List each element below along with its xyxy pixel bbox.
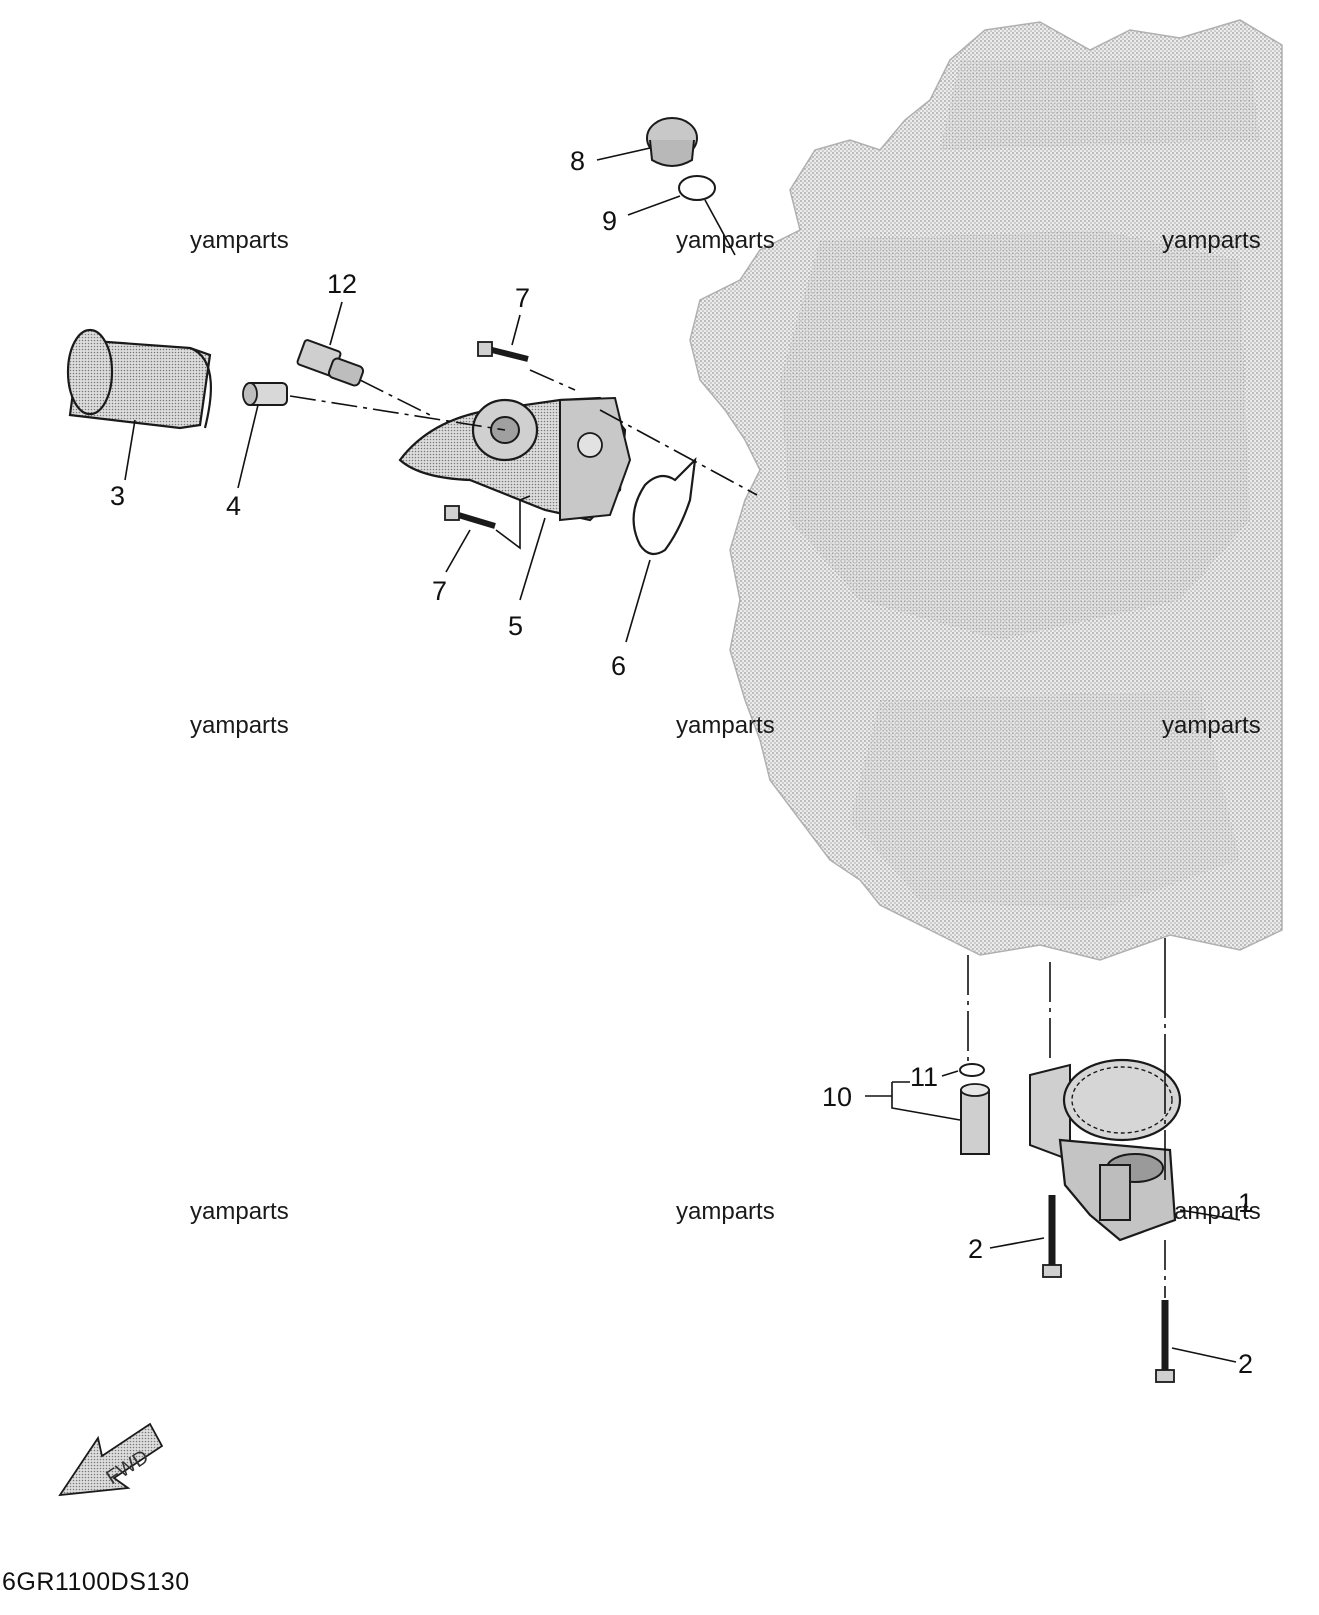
watermark-2: yamparts [676,227,775,254]
fitting-part [242,382,288,406]
callout-1: 1 [1238,1188,1253,1218]
oil-cap-part [646,117,698,167]
watermark-9: yamparts [1162,1198,1261,1225]
callout-10: 10 [822,1082,852,1112]
callout-3: 3 [110,481,125,511]
callout-5: 5 [508,611,523,641]
watermark-4: yamparts [190,712,289,739]
dowel-part [960,1083,990,1155]
bolt-7a-part [477,341,529,362]
diagram-code: 6GR1100DS130 [2,1568,190,1596]
watermark-6: yamparts [1162,712,1261,739]
o-ring-11-part [959,1063,985,1077]
bolt-7b-part [444,505,496,529]
engine-block [689,19,1283,961]
assembly-lines [289,199,1166,1298]
filter-housing-part [398,396,632,522]
watermark-8: yamparts [676,1198,775,1225]
bolt-2b-part [1155,1300,1175,1383]
gasket-part [632,456,697,556]
callout-2b: 2 [1238,1349,1253,1379]
watermark-1: yamparts [190,227,289,254]
oil-pump-part [1029,1058,1182,1242]
callouts: 8 9 12 7 3 4 7 5 6 11 10 1 2 2 [110,146,1253,1379]
callout-11: 11 [910,1062,938,1092]
watermark-5: yamparts [676,712,775,739]
watermark-3: yamparts [1162,227,1261,254]
callout-8: 8 [570,146,585,176]
leader-lines [124,147,1241,1363]
callout-9: 9 [602,206,617,236]
callout-12: 12 [327,269,357,299]
oil-filter-part [66,328,212,430]
o-ring-9-part [678,175,716,201]
callout-2a: 2 [968,1234,983,1264]
watermark-7: yamparts [190,1198,289,1225]
callout-7b: 7 [432,576,447,606]
callout-7a: 7 [515,283,530,313]
sensor-part [296,339,365,387]
callout-6: 6 [611,651,626,681]
callout-4: 4 [226,491,241,521]
bolt-2a-part [1042,1195,1062,1278]
watermarks: yamparts yamparts yamparts yamparts yamp… [190,227,1261,1225]
fwd-arrow-icon: FWD [58,1422,164,1497]
